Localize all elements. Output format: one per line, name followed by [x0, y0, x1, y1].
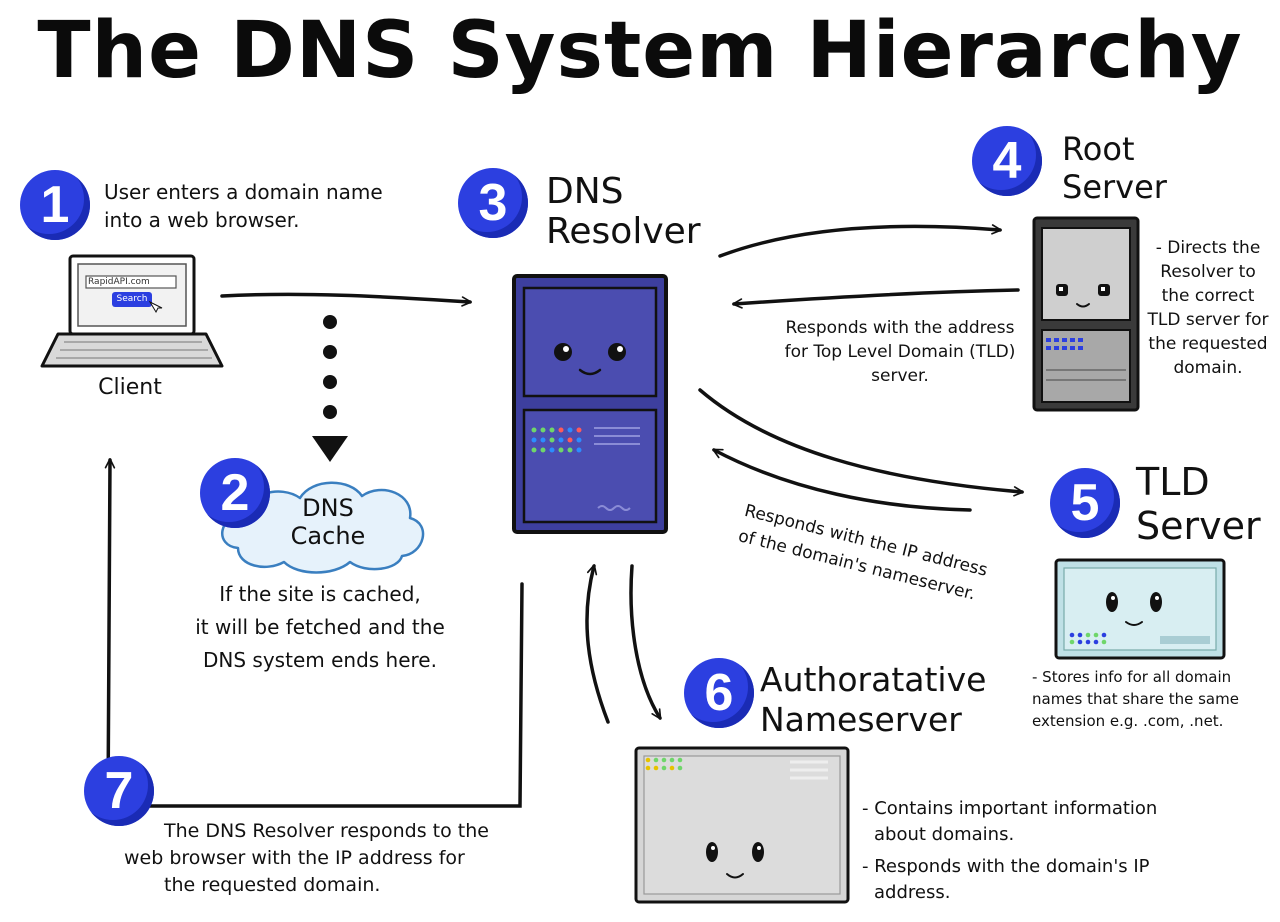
resolver-label: DNS Resolver: [546, 171, 701, 252]
nameserver-label: Authoratative Nameserver: [760, 660, 987, 739]
step-1-description: User enters a domain name into a web bro…: [104, 180, 383, 232]
root-response-text: Responds with the address for Top Level …: [784, 318, 1016, 386]
arrow-client-to-resolver: [220, 292, 472, 307]
client-label: Client: [98, 375, 162, 400]
browser-search-label: Search: [116, 294, 148, 304]
step-4-badge: 4: [972, 126, 1042, 196]
root-server-icon: [1032, 216, 1140, 412]
tld-server-icon: [1054, 558, 1226, 660]
step-7-description: The DNS Resolver responds to the web bro…: [124, 820, 489, 896]
arrow-root-to-resolver: [732, 288, 1020, 309]
arrow-resolver-to-root: [718, 224, 1002, 258]
nameserver-description: - Contains important information about d…: [862, 798, 1158, 903]
step-5-badge: 5: [1050, 468, 1120, 538]
dotted-arrow-to-cache: [312, 315, 348, 462]
step-6-badge: 6: [684, 658, 754, 728]
cache-label: DNS Cache: [290, 494, 366, 550]
arrow-resolver-to-tld: [698, 388, 1024, 497]
cache-description: If the site is cached, it will be fetche…: [195, 582, 445, 672]
nameserver-icon: [634, 746, 850, 904]
arrow-resolver-to-client: [104, 458, 524, 808]
tld-server-label: TLD Server: [1136, 460, 1261, 548]
arrow-tld-to-resolver: [712, 448, 972, 512]
page-title: The DNS System Hierarchy: [37, 6, 1243, 96]
search-cursor-icon: [148, 300, 163, 314]
arrow-resolver-to-nameserver: [629, 564, 662, 720]
step-1-badge: 1: [20, 170, 90, 240]
root-server-label: Root Server: [1062, 130, 1167, 206]
step-3-badge: 3: [458, 168, 528, 238]
root-server-description: - Directs the Resolver to the correct TL…: [1147, 238, 1269, 378]
step-2-badge: 2: [200, 458, 270, 528]
browser-url-text: RapidAPI.com: [88, 277, 150, 287]
step-7-badge: 7: [84, 756, 154, 826]
arrow-nameserver-to-resolver: [585, 564, 610, 724]
browser-address-bar: [85, 275, 177, 289]
browser-search-button: [112, 292, 152, 307]
tld-server-description: - Stores info for all domain names that …: [1032, 668, 1239, 730]
resolver-server-icon: [512, 274, 668, 534]
laptop-icon: [40, 254, 224, 368]
